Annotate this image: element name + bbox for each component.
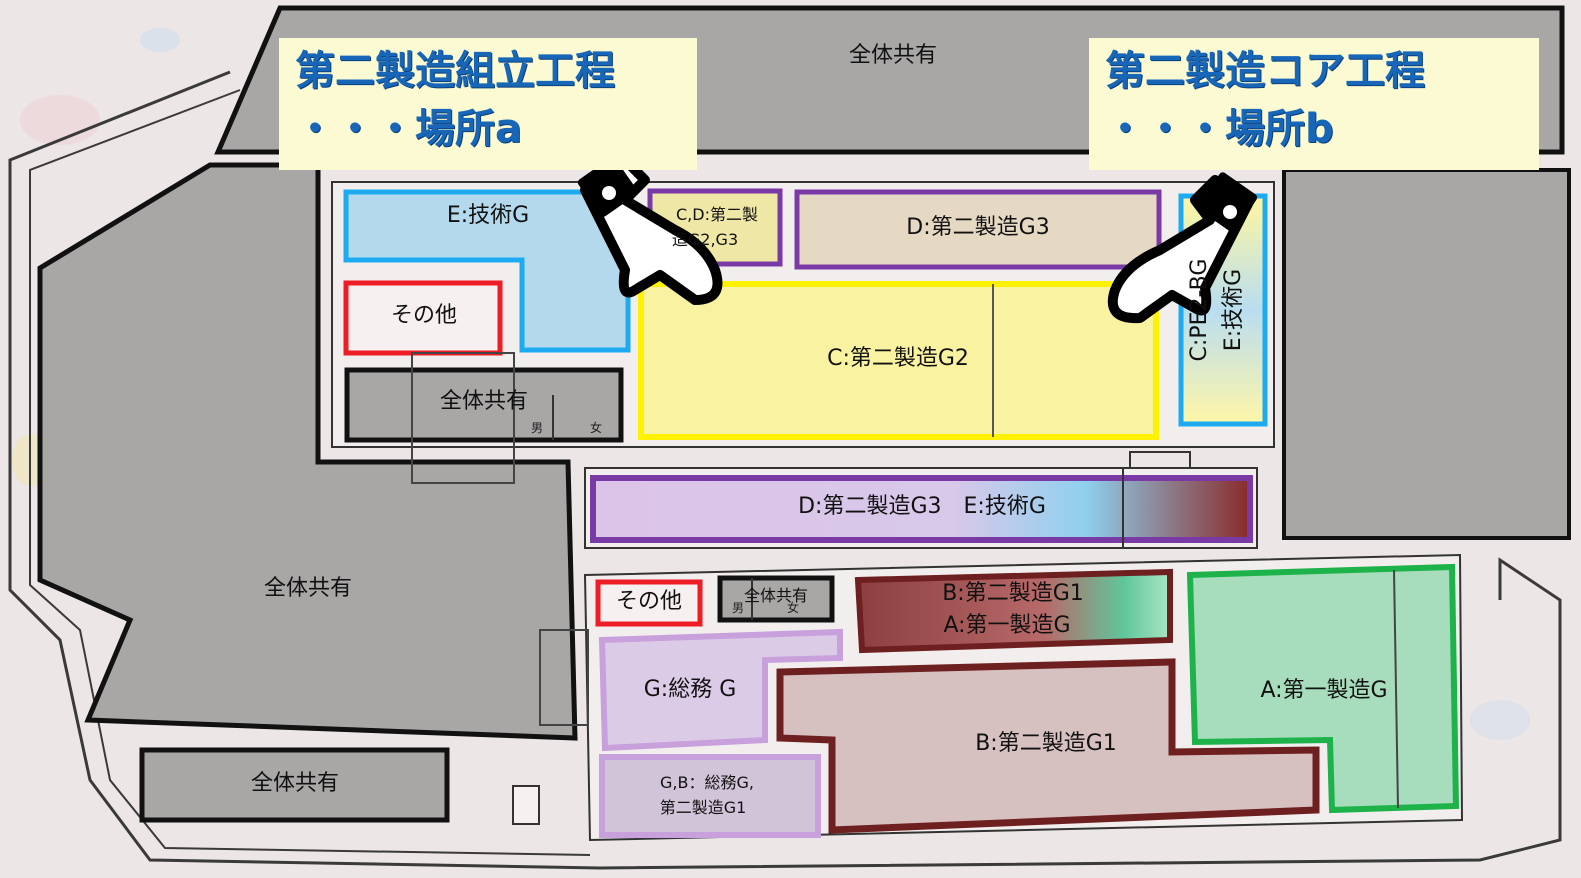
label-b-g1: B:第二製造G1 xyxy=(975,731,1117,756)
callout-b-title: 第二製造コア工程 xyxy=(1105,48,1425,94)
pointing-hand-icon xyxy=(577,155,723,305)
label-cd-small-line2: 造G2,G3 xyxy=(672,230,738,249)
label-c-g2: C:第二製造G2 xyxy=(827,346,969,371)
label-common-bottom-left: 全体共有 xyxy=(251,771,339,796)
label-wc-male-2: 男 xyxy=(732,601,744,615)
label-b-a-small-line2: A:第一製造G xyxy=(943,613,1070,638)
label-gb-small-line2: 第二製造G1 xyxy=(660,798,747,817)
common-area-bottom-left xyxy=(139,747,450,823)
common-area-left xyxy=(37,162,578,741)
entry-outline xyxy=(539,629,589,726)
label-gb-small-line1: G,B：総務G, xyxy=(660,773,754,792)
label-d-g3-top: D:第二製造G3 xyxy=(906,215,1049,240)
pointing-hand-icon xyxy=(1107,172,1258,324)
callout-location-b: 第二製造コア工程 ・・・場所b xyxy=(1089,38,1539,170)
label-d-e-band: D:第二製造G3 E:技術G xyxy=(798,494,1046,519)
zone-b-g1 xyxy=(776,658,1320,834)
zone-a-divider xyxy=(1393,569,1399,809)
label-common-restroom-2: 全体共有 xyxy=(744,586,808,605)
small-structure xyxy=(512,785,540,825)
zone-a-g1 xyxy=(1186,563,1460,814)
label-other-2: その他 xyxy=(616,589,682,614)
callout-a-subtitle: ・・・場所a xyxy=(295,106,522,152)
label-b-a-small-line1: B:第二製造G1 xyxy=(942,581,1084,606)
corridor-outline xyxy=(411,352,515,484)
label-wc-female-2: 女 xyxy=(787,600,799,615)
callout-b-subtitle: ・・・場所b xyxy=(1105,106,1334,152)
site-outline-inner xyxy=(29,89,591,856)
zone-other-2 xyxy=(595,579,703,627)
label-common-top: 全体共有 xyxy=(849,43,937,68)
label-a-g1: A:第一製造G xyxy=(1260,678,1387,703)
zone-gb-small xyxy=(599,754,821,838)
label-common-restroom-1: 全体共有 xyxy=(440,389,528,414)
callout-location-a: 第二製造組立工程 ・・・場所a xyxy=(279,38,697,170)
label-tech-e: E:技術G xyxy=(447,203,529,228)
label-ce-vertical-line1: C:PE2-BG xyxy=(1187,259,1212,362)
zone-d-e-band xyxy=(590,475,1253,543)
callout-a-title: 第二製造組立工程 xyxy=(295,48,615,94)
zone-common-restroom-1 xyxy=(344,367,624,443)
site-outline xyxy=(8,70,1562,870)
zone-other-1 xyxy=(343,280,503,356)
common-area-right xyxy=(1282,168,1571,540)
label-ce-vertical-line2: E:技術G xyxy=(1221,269,1246,351)
zone-d-g3-top xyxy=(794,189,1162,270)
zone-c-g2 xyxy=(638,281,1159,440)
label-wc-female: 女 xyxy=(590,420,602,435)
label-cd-small-line1: C,D:第二製 xyxy=(676,205,758,224)
band-annex xyxy=(1129,451,1191,469)
label-other-1: その他 xyxy=(391,303,457,328)
label-common-left: 全体共有 xyxy=(264,576,352,601)
zone-g-soumu xyxy=(598,628,843,752)
label-wc-male: 男 xyxy=(531,421,543,435)
label-g-soumu: G:総務 G xyxy=(644,677,737,702)
zone-common-restroom-2 xyxy=(717,575,835,623)
zone-b-a-small xyxy=(854,568,1173,654)
